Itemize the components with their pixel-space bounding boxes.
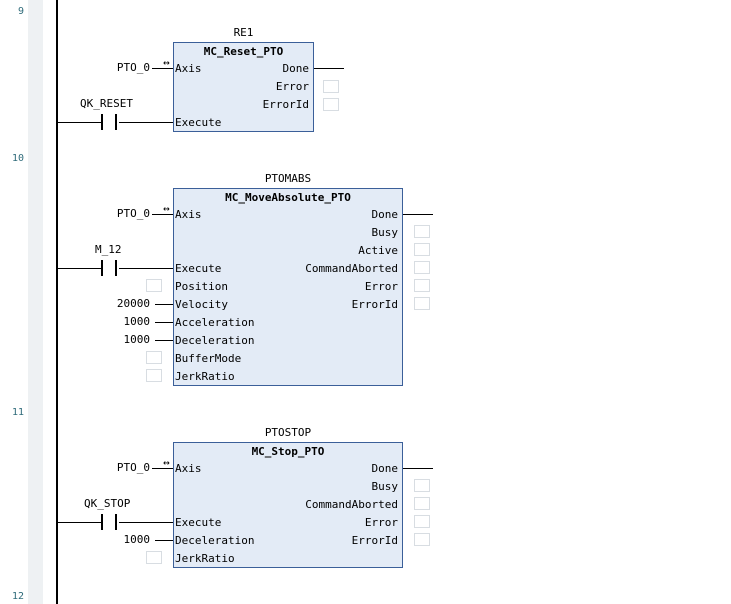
pin-jerkratio[interactable]: JerkRatio — [175, 552, 235, 565]
input-value-box[interactable] — [146, 279, 162, 292]
pin-execute[interactable]: Execute — [175, 116, 222, 129]
pin-errorid[interactable]: ErrorId — [351, 298, 398, 311]
pin-busy[interactable]: Busy — [371, 480, 399, 493]
output-value-box[interactable] — [414, 515, 430, 528]
inout-arrow-icon: ↔ — [163, 56, 170, 69]
output-value-box[interactable] — [323, 98, 339, 111]
rung-number: 9 — [17, 6, 24, 17]
output-value-box[interactable] — [414, 497, 430, 510]
instance-name-re1[interactable]: RE1 — [233, 26, 254, 39]
power-rail — [56, 0, 58, 604]
output-value-box[interactable] — [414, 297, 430, 310]
output-value-box[interactable] — [414, 479, 430, 492]
pin-done[interactable]: Done — [371, 462, 399, 475]
pin-deceleration[interactable]: Deceleration — [175, 334, 255, 347]
pin-jerkratio[interactable]: JerkRatio — [175, 370, 235, 383]
acceleration-value[interactable]: 1000 — [123, 315, 151, 328]
velocity-value[interactable]: 20000 — [116, 297, 150, 310]
rung-number: 10 — [11, 153, 24, 164]
pin-errorid[interactable]: ErrorId — [351, 534, 398, 547]
function-block-mc-stop-pto[interactable]: MC_Stop_PTO Axis Execute Deceleration Je… — [173, 442, 403, 568]
output-value-box[interactable] — [414, 261, 430, 274]
pin-commandaborted[interactable]: CommandAborted — [305, 498, 398, 511]
deceleration-value[interactable]: 1000 — [123, 333, 151, 346]
pin-done[interactable]: Done — [282, 62, 310, 75]
pin-error[interactable]: Error — [364, 516, 398, 529]
pin-acceleration[interactable]: Acceleration — [175, 316, 255, 329]
input-value-box[interactable] — [146, 551, 162, 564]
no-contact[interactable] — [101, 260, 119, 276]
pin-velocity[interactable]: Velocity — [175, 298, 228, 311]
contact-variable[interactable]: QK_STOP — [84, 497, 131, 510]
pin-busy[interactable]: Busy — [371, 226, 399, 239]
pin-error[interactable]: Error — [275, 80, 309, 93]
pin-active[interactable]: Active — [358, 244, 398, 257]
pin-execute[interactable]: Execute — [175, 262, 222, 275]
inout-arrow-icon: ↔ — [163, 202, 170, 215]
inout-arrow-icon: ↔ — [163, 456, 170, 469]
axis-variable[interactable]: PTO_0 — [116, 461, 150, 474]
pin-position[interactable]: Position — [175, 280, 228, 293]
output-value-box[interactable] — [414, 225, 430, 238]
pin-commandaborted[interactable]: CommandAborted — [305, 262, 398, 275]
output-value-box[interactable] — [323, 80, 339, 93]
pin-axis[interactable]: Axis — [175, 208, 202, 221]
block-type-title: MC_MoveAbsolute_PTO — [225, 191, 351, 204]
pin-execute[interactable]: Execute — [175, 516, 222, 529]
output-value-box[interactable] — [414, 279, 430, 292]
output-value-box[interactable] — [414, 243, 430, 256]
pin-axis[interactable]: Axis — [175, 62, 202, 75]
pin-deceleration[interactable]: Deceleration — [175, 534, 255, 547]
contact-variable[interactable]: QK_RESET — [80, 97, 133, 110]
input-value-box[interactable] — [146, 351, 162, 364]
axis-variable[interactable]: PTO_0 — [116, 61, 150, 74]
contact-variable[interactable]: M_12 — [95, 243, 122, 256]
function-block-mc-reset-pto[interactable]: MC_Reset_PTO Axis Execute Done Error Err… — [173, 42, 314, 132]
function-block-mc-moveabsolute-pto[interactable]: MC_MoveAbsolute_PTO Axis Execute Positio… — [173, 188, 403, 386]
pin-errorid[interactable]: ErrorId — [262, 98, 309, 111]
no-contact[interactable] — [101, 514, 119, 530]
pin-done[interactable]: Done — [371, 208, 399, 221]
rung-number: 12 — [11, 591, 24, 602]
no-contact[interactable] — [101, 114, 119, 130]
line-number-gutter — [0, 0, 28, 604]
instance-name-ptomabs[interactable]: PTOMABS — [264, 172, 312, 185]
gutter-strip — [28, 0, 43, 604]
output-value-box[interactable] — [414, 533, 430, 546]
block-type-title: MC_Stop_PTO — [251, 445, 325, 458]
input-value-box[interactable] — [146, 369, 162, 382]
rung-number: 11 — [11, 407, 24, 418]
axis-variable[interactable]: PTO_0 — [116, 207, 150, 220]
pin-error[interactable]: Error — [364, 280, 398, 293]
pin-axis[interactable]: Axis — [175, 462, 202, 475]
deceleration-value[interactable]: 1000 — [123, 533, 151, 546]
instance-name-ptostop[interactable]: PTOSTOP — [264, 426, 312, 439]
pin-buffermode[interactable]: BufferMode — [175, 352, 242, 365]
block-type-title: MC_Reset_PTO — [203, 45, 284, 58]
